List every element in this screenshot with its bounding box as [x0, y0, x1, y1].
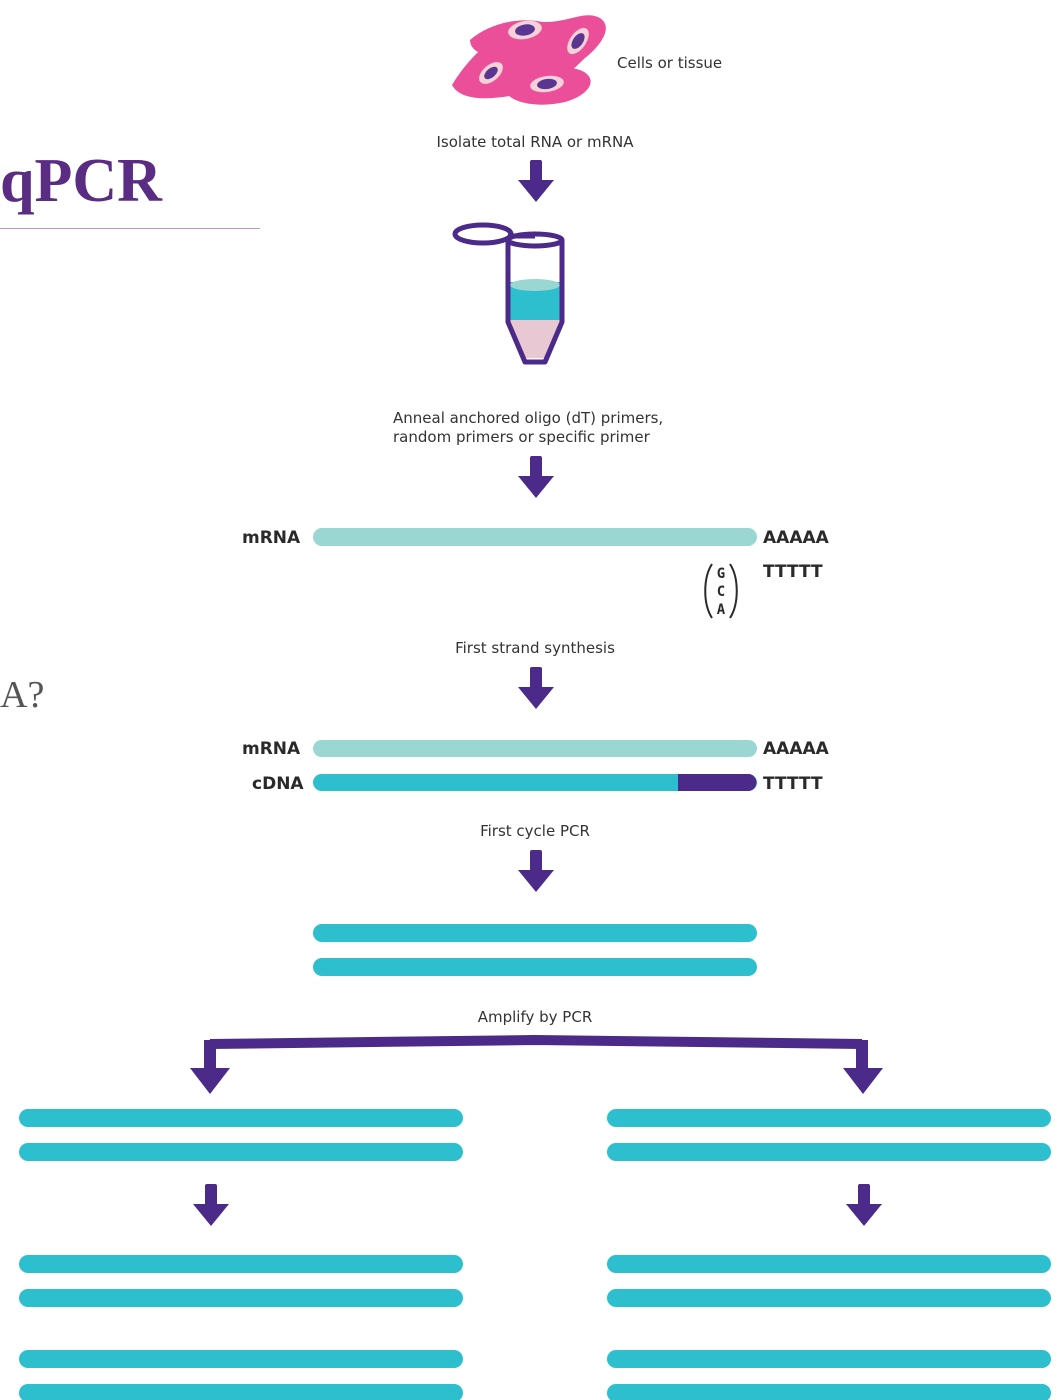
anchor-base-g: G	[717, 566, 725, 582]
dna-strand	[19, 1255, 463, 1273]
down-arrow-icon	[193, 1184, 229, 1226]
anchor-base-a: A	[717, 602, 726, 618]
page-title: qPCR	[0, 147, 162, 215]
tube-icon	[452, 222, 565, 365]
cells-label: Cells or tissue	[617, 54, 722, 72]
down-arrow-icon	[846, 1184, 882, 1226]
anchor-bases: G C A	[704, 563, 738, 619]
dna-strand	[313, 958, 757, 976]
dna-strand	[19, 1350, 463, 1368]
mrna-label: mRNA	[242, 528, 301, 548]
step-first-cycle-label: First cycle PCR	[480, 822, 590, 840]
dna-strand	[607, 1289, 1051, 1307]
branch-arrow-icon	[190, 1035, 883, 1094]
anchor-base-c: C	[717, 584, 725, 600]
dna-strand	[313, 924, 757, 942]
down-arrow-icon	[518, 667, 554, 709]
step-first-strand-label: First strand synthesis	[455, 639, 615, 657]
cells-icon	[452, 15, 606, 105]
step-anneal-label-line1: Anneal anchored oligo (dT) primers,	[393, 409, 663, 427]
poly-a-tail: AAAAA	[763, 528, 830, 548]
mrna-strand	[313, 740, 757, 757]
oligo-dt-primer: TTTTT	[763, 774, 823, 794]
dna-strand	[607, 1143, 1051, 1161]
primer-segment	[678, 774, 757, 791]
mrna-strand	[313, 528, 757, 546]
oligo-dt-primer: TTTTT	[763, 562, 823, 582]
dna-strand	[607, 1109, 1051, 1127]
cdna-strand	[313, 774, 757, 791]
dna-strand	[19, 1289, 463, 1307]
down-arrow-icon	[518, 456, 554, 498]
mrna-label: mRNA	[242, 739, 301, 759]
dna-strand	[607, 1350, 1051, 1368]
dna-strand	[607, 1255, 1051, 1273]
dna-strand	[607, 1384, 1051, 1400]
dna-strand	[19, 1109, 463, 1127]
title-underline	[0, 228, 260, 229]
poly-a-tail: AAAAA	[763, 739, 830, 759]
cdna-label: cDNA	[252, 774, 304, 794]
dna-strand	[19, 1384, 463, 1400]
question-fragment: A?	[0, 674, 45, 716]
step-isolate-label: Isolate total RNA or mRNA	[436, 133, 634, 151]
down-arrow-icon	[518, 160, 554, 202]
down-arrow-icon	[518, 850, 554, 892]
step-amplify-label: Amplify by PCR	[478, 1008, 593, 1026]
dna-strand	[19, 1143, 463, 1161]
step-anneal-label-line2: random primers or specific primer	[393, 428, 651, 446]
